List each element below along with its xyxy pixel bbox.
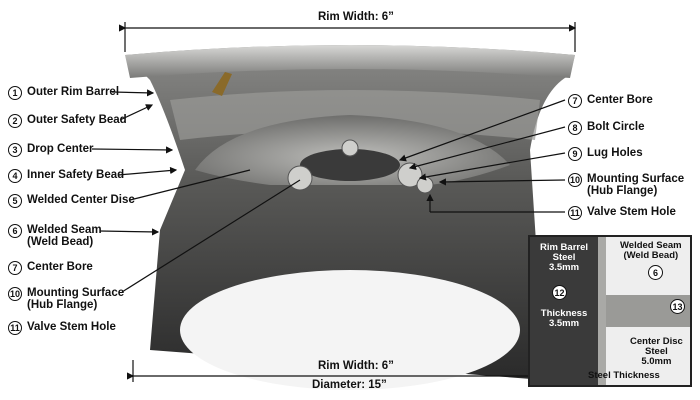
callout-inner-safety-bead: 4 Inner Safety Bead <box>8 169 124 183</box>
callout-number: 8 <box>568 121 582 135</box>
callout-welded-seam: 6 Welded Seam(Weld Bead) <box>8 224 102 248</box>
callout-drop-center: 3 Drop Center <box>8 143 93 157</box>
callout-text: Center Bore <box>587 94 653 106</box>
valve-stem <box>212 72 232 96</box>
callout-text: Center Bore <box>27 261 93 273</box>
callout-number: 6 <box>8 224 22 238</box>
bottom-rim-width-label: Rim Width: 6” <box>318 360 394 372</box>
wheel-interior <box>180 270 520 390</box>
callout-number: 11 <box>568 206 582 220</box>
callout-text: Mounting Surface(Hub Flange) <box>587 173 685 197</box>
drop-center <box>170 90 540 140</box>
callout-text: Valve Stem Hole <box>27 321 116 333</box>
callout-center-bore: 7 Center Bore <box>8 261 93 275</box>
callout-number: 2 <box>8 114 22 128</box>
callout-text: Valve Stem Hole <box>587 206 676 218</box>
callout-6: 6 <box>648 265 663 280</box>
callout-text: Mounting Surface(Hub Flange) <box>27 287 125 311</box>
callout-number: 5 <box>8 194 22 208</box>
weld-detail-inset: Rim Barrel Steel 3.5mm 12 Thickness 3.5m… <box>528 235 692 387</box>
callout-number: 10 <box>568 173 582 187</box>
callout-13: 13 <box>670 299 685 314</box>
callout-number: 7 <box>568 94 582 108</box>
callout-welded-center-disc: 5 Welded Center Disc <box>8 194 135 208</box>
center-bore <box>300 149 400 181</box>
callout-mounting-surface: 10 Mounting Surface(Hub Flange) <box>8 287 124 311</box>
diameter-label: Diameter: 15” <box>312 379 387 391</box>
callout-number: 9 <box>568 147 582 161</box>
callout-outer-rim-barrel: 1 Outer Rim Barrel <box>8 86 119 100</box>
outer-rim-lip <box>125 45 575 78</box>
callout-text: Outer Safety Bead <box>27 114 127 126</box>
top-rim-width-label: Rim Width: 6” <box>318 11 394 23</box>
callout-text: Inner Safety Bead <box>27 169 125 181</box>
callout-bolt-circle: 8 Bolt Circle <box>568 121 645 135</box>
thickness-label: Thickness 3.5mm <box>540 308 588 329</box>
callout-text: Lug Holes <box>587 147 643 159</box>
callout-text: Welded Center Disc <box>27 194 135 206</box>
callout-outer-safety-bead: 2 Outer Safety Bead <box>8 114 127 128</box>
callout-number: 3 <box>8 143 22 157</box>
callout-mounting-surface: 10 Mounting Surface(Hub Flange) <box>568 173 684 197</box>
callout-number: 1 <box>8 86 22 100</box>
welded-seam-label: Welded Seam (Weld Bead) <box>620 240 682 261</box>
callout-text: Outer Rim Barrel <box>27 86 120 98</box>
callout-number: 10 <box>8 287 22 301</box>
rim-barrel-steel-label: Rim Barrel Steel 3.5mm <box>539 242 589 273</box>
callout-number: 4 <box>8 169 22 183</box>
callout-valve-stem-hole: 11 Valve Stem Hole <box>568 206 676 220</box>
callout-lug-holes: 9 Lug Holes <box>568 147 643 161</box>
center-disc-steel-label: Center Disc Steel 5.0mm <box>630 336 683 367</box>
callout-number: 7 <box>8 261 22 275</box>
callout-valve-stem-hole: 11 Valve Stem Hole <box>8 321 116 335</box>
callout-12: 12 <box>552 285 567 300</box>
steel-thickness-label: Steel Thickness <box>588 370 660 381</box>
callout-text: Welded Seam(Weld Bead) <box>27 224 102 248</box>
callout-center-bore: 7 Center Bore <box>568 94 653 108</box>
callout-number: 11 <box>8 321 22 335</box>
callout-text: Drop Center <box>27 143 94 155</box>
callout-text: Bolt Circle <box>587 121 645 133</box>
